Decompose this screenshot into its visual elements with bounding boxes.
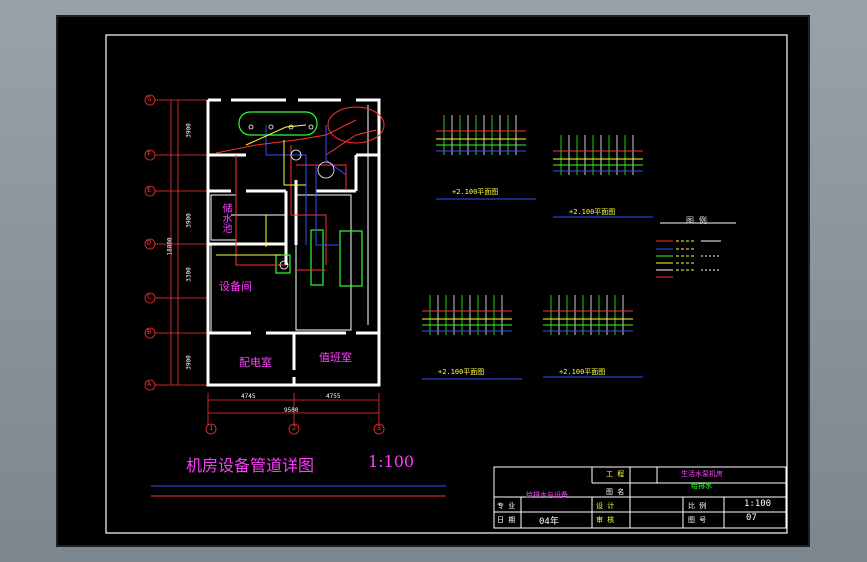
row-grid-label: A (147, 380, 152, 388)
drawing-title: 机房设备管道详图 (186, 456, 315, 475)
detail-caption: +2.100平面图 (569, 208, 616, 216)
detail-drawing (422, 295, 522, 380)
tb-r2c2: 图 名 (606, 488, 625, 496)
drawing-canvas[interactable]: 设备间 配电室 值班室 储水池 机房设备管道详图 1:100 3900 3900 3… (56, 15, 810, 547)
tb-r3c1: 专 业 (497, 502, 516, 510)
left-dimension (166, 99, 208, 386)
detail-drawing (436, 115, 536, 200)
row-grid-label: D (147, 239, 152, 247)
left-dimension-label: 3300 (185, 267, 193, 282)
tb-r1c3: 生活水泵机房 (681, 470, 723, 478)
row-grid-label: F (147, 150, 152, 158)
pipes-white (248, 124, 335, 270)
tb-r4c4: 图 号 (688, 516, 707, 524)
bottom-dimension (205, 393, 385, 435)
room-label-power: 配电室 (239, 356, 272, 369)
room-label-equipment: 设备间 (219, 280, 252, 293)
title-underlines (151, 485, 446, 497)
title-block (493, 466, 787, 529)
row-grid-label: C (147, 293, 152, 301)
bottom-dimension-label: 4755 (326, 393, 341, 400)
tb-r4c1: 日 期 (497, 516, 516, 524)
tb-r3c4: 比 例 (688, 502, 707, 510)
pipes-red (215, 106, 385, 271)
column-grid-label: 3 (377, 424, 382, 432)
column-grid-label: 1 (209, 424, 214, 432)
tb-r3c3: 设 计 (596, 502, 615, 510)
tb-r3c5: 1:100 (744, 499, 772, 509)
tb-r2c3: 给排水 (691, 482, 712, 490)
thin-walls (210, 105, 369, 333)
detail-caption: +2.100平面图 (559, 368, 606, 376)
cad-drawing (56, 15, 810, 547)
row-grid-label: G (147, 95, 152, 103)
legend-title: 图 例 (686, 216, 707, 225)
pipes-blue (265, 125, 347, 246)
sheet-border-outer (105, 34, 788, 534)
detail-caption: +2.100平面图 (438, 368, 485, 376)
detail-drawings (422, 115, 653, 380)
left-dimension-label: 3900 (185, 213, 193, 228)
pool-tank (238, 111, 363, 287)
tb-r4c2: 04年 (539, 517, 559, 527)
legend-box (656, 222, 736, 278)
tb-r4c3: 审 核 (596, 516, 615, 524)
tb-r3c2: 给排水与设备 (526, 491, 568, 499)
room-label-duty: 值班室 (319, 351, 352, 364)
row-grid-label: E (147, 186, 152, 194)
sheet-border-inner (56, 15, 810, 547)
pipes-yellow (216, 124, 307, 256)
bottom-dimension-label: 4745 (241, 393, 256, 400)
left-dimension-label: 3900 (185, 355, 193, 370)
detail-caption: +2.100平面图 (452, 188, 499, 196)
tb-r4c5: 07 (746, 513, 757, 523)
row-grid-label: B (147, 328, 152, 336)
detail-drawing (553, 135, 653, 218)
detail-drawing (543, 295, 643, 378)
left-dimension-label: 3900 (185, 123, 193, 138)
column-grid-label: 2 (292, 424, 297, 432)
bottom-dimension-total: 9500 (284, 407, 299, 414)
drawing-scale: 1:100 (368, 452, 415, 471)
tb-r1c2: 工 程 (606, 470, 625, 478)
row-grid-bubbles (144, 94, 166, 391)
room-label-extra: 储水池 (220, 203, 231, 233)
left-dimension-total: 18800 (166, 237, 174, 256)
